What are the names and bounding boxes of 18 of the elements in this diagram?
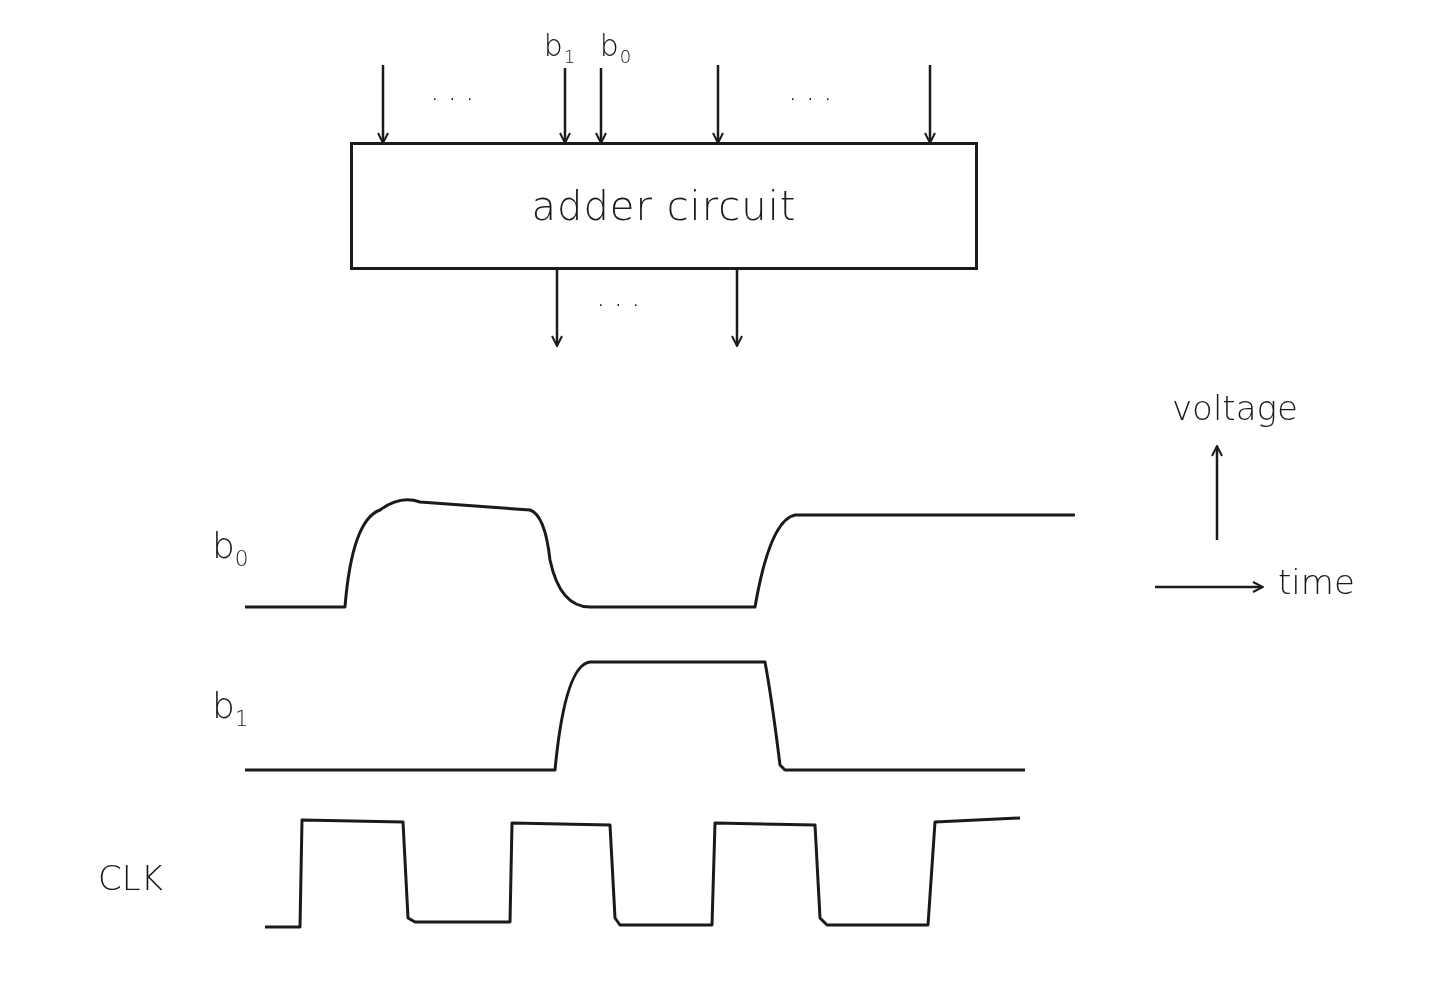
axis-label: time [1278,562,1355,602]
signal-name: b$_{1}$ [538,26,582,68]
ellipsis: ... [430,72,483,107]
signal-name: b$_{0}$ [592,26,640,68]
signal-name: CLK [98,858,163,898]
ellipsis: ... [596,278,649,313]
axis-label: voltage [1172,388,1298,428]
signal-name: b$_{0}$ [212,525,249,572]
ellipsis: ... [788,72,841,107]
adder-box: adder circuit [350,142,978,270]
arrow [551,270,563,347]
arrow [377,65,389,144]
arrow [731,270,743,347]
arrow [924,65,936,144]
arrow [595,68,607,144]
arrow [559,68,571,144]
arrow [712,65,724,144]
signal-name: b$_{1}$ [212,685,249,732]
